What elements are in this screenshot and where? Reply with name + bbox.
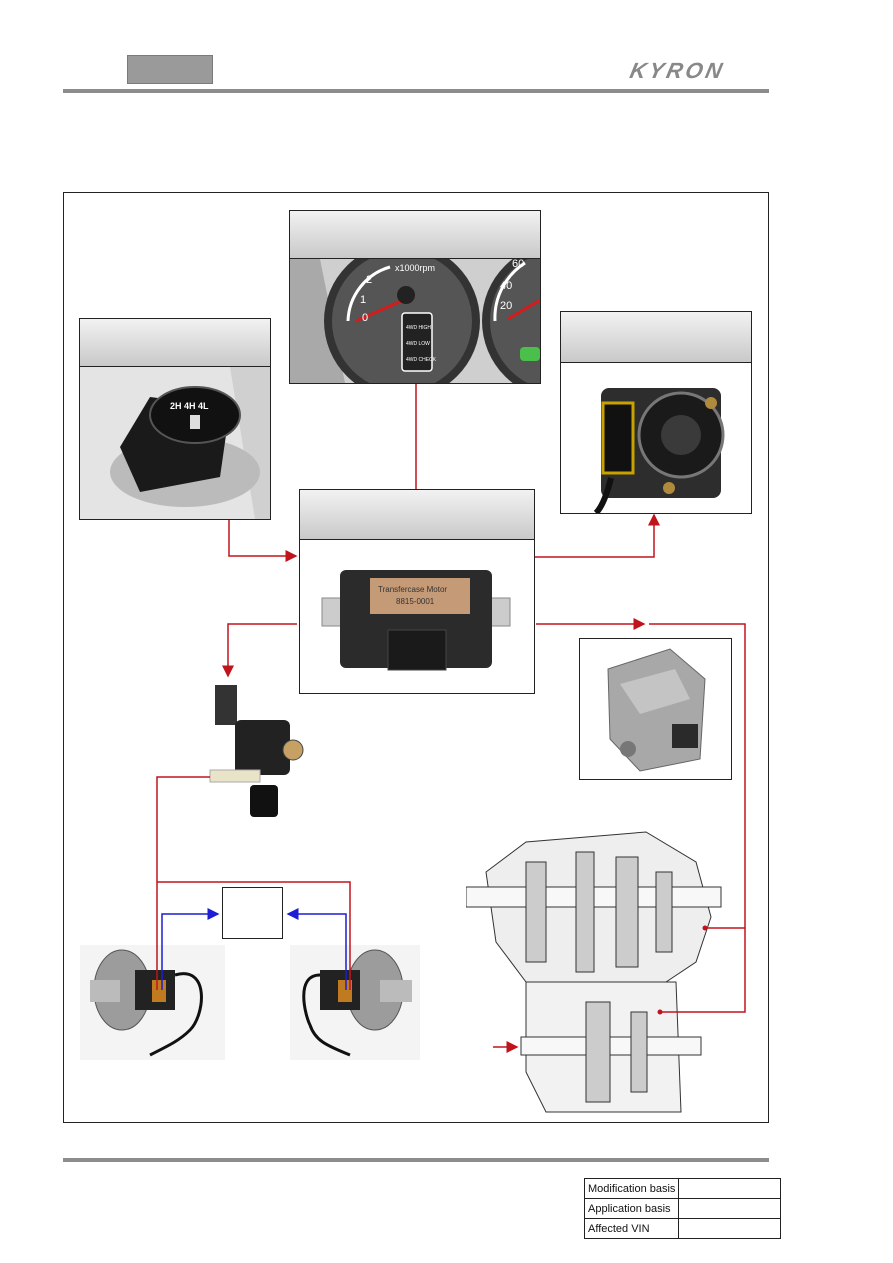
indicator-4wd-high: 4WD HIGH (406, 325, 431, 331)
table-row: Modification basis (583, 1178, 782, 1199)
modification-basis-value (678, 1178, 782, 1199)
modification-basis-label: Modification basis (583, 1178, 680, 1199)
4wd-switch-photo: 2H 4H 4L (80, 367, 270, 519)
tccu-photo: Transfercase Motor 8815-0001 (300, 540, 534, 693)
motor-box-header (561, 312, 751, 363)
tccu-box: Transfercase Motor 8815-0001 (299, 489, 535, 694)
speed-tick-20: 20 (500, 300, 512, 312)
vacuum-solenoid-photo (209, 685, 304, 817)
application-basis-label: Application basis (583, 1198, 680, 1219)
tach-tick-2: 2 (366, 274, 372, 286)
transfer-motor-photo (561, 363, 751, 516)
tccu-box-header (300, 490, 534, 540)
diagram-frame (63, 192, 769, 1123)
footer-rule (63, 1158, 769, 1162)
switch-mode-label: 2H 4H 4L (170, 401, 209, 411)
transfer-case-cutaway (466, 822, 731, 1117)
revision-table: Modification basis Application basis Aff… (583, 1178, 782, 1239)
left-hub-photo (80, 945, 225, 1060)
affected-vin-value (678, 1218, 782, 1239)
vacuum-box (222, 887, 283, 939)
switch-box-header (80, 319, 270, 367)
tccu-part-number: 8815-0001 (396, 597, 435, 606)
header-tab (127, 55, 213, 84)
speed-tick-60: 60 (512, 259, 524, 270)
speed-tick-40: 40 (500, 280, 512, 292)
transfer-case-box (579, 638, 732, 780)
tach-tick-1: 1 (360, 294, 366, 306)
right-hub-photo (290, 945, 420, 1060)
affected-vin-label: Affected VIN (583, 1218, 680, 1239)
table-row: Affected VIN (583, 1218, 782, 1239)
motor-box (560, 311, 752, 516)
tccu-sticker-title: Transfercase Motor (378, 585, 447, 594)
tach-tick-0: 0 (362, 312, 368, 324)
rpm-label: x1000rpm (395, 263, 435, 273)
table-row: Application basis (583, 1198, 782, 1219)
indicator-4wd-check: 4WD CHECK (406, 357, 437, 363)
switch-box: 2H 4H 4L (79, 318, 271, 520)
transfer-case-photo (580, 639, 731, 779)
indicator-4wd-low: 4WD LOW (406, 341, 430, 347)
header-rule (63, 89, 769, 93)
application-basis-value (678, 1198, 782, 1219)
